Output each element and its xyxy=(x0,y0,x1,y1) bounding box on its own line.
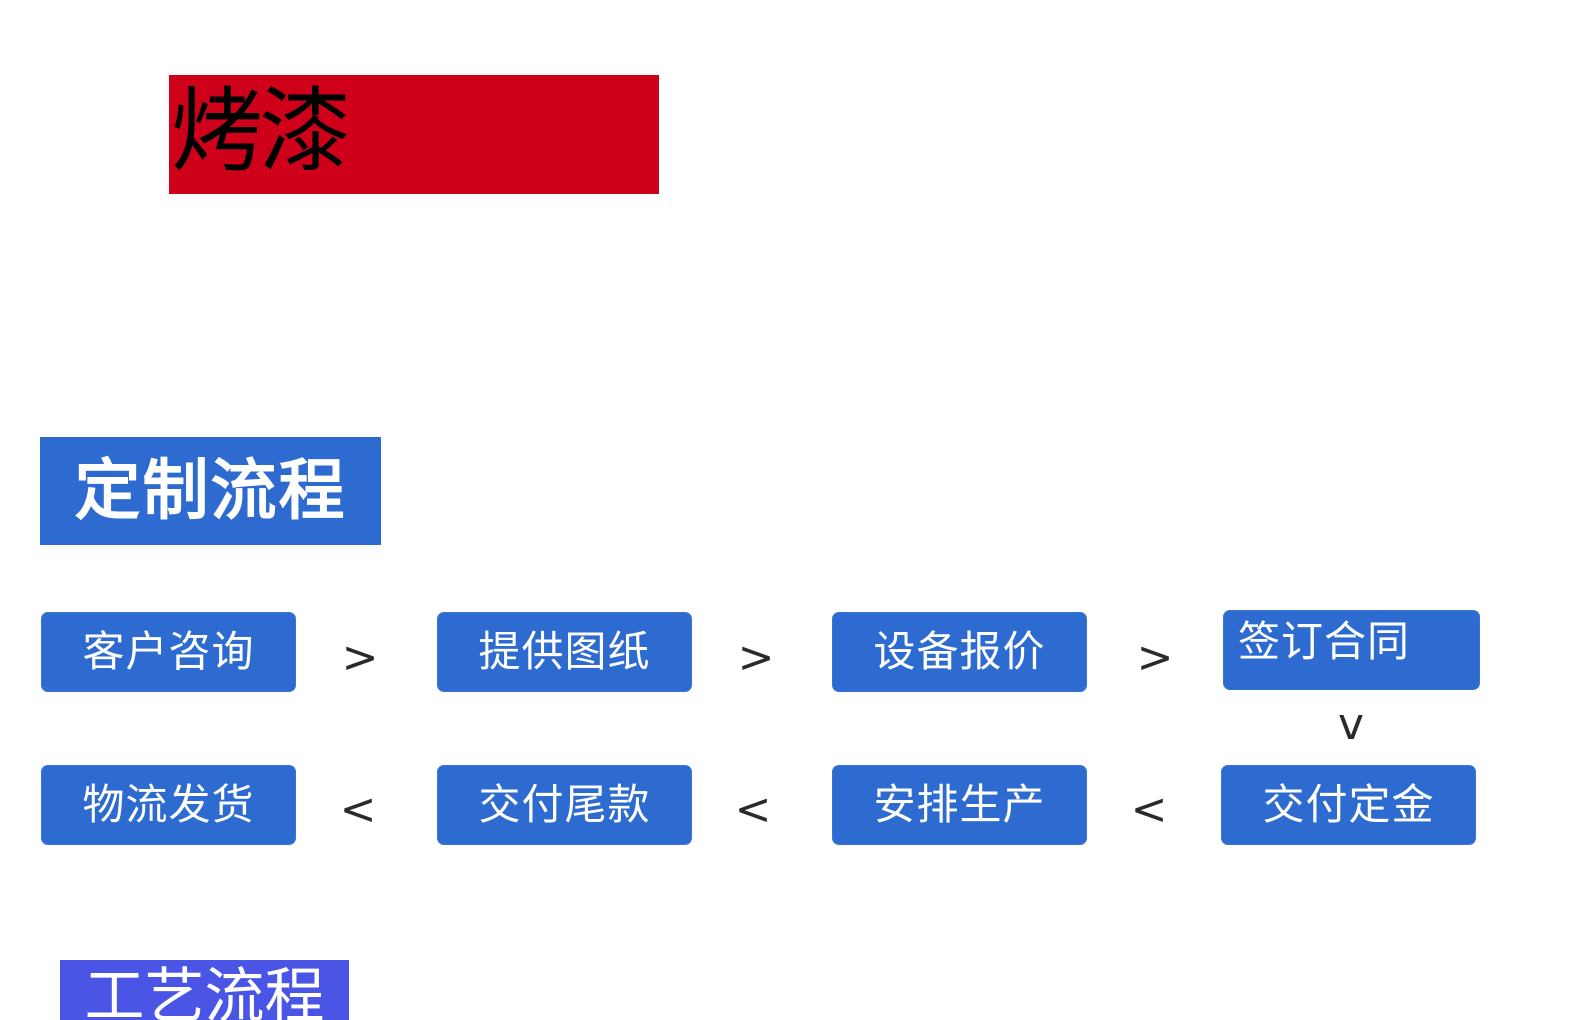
arrow-right-icon: > xyxy=(1136,632,1174,683)
arrow-left-icon: < xyxy=(734,784,772,835)
craft-process-heading: 工艺流程 xyxy=(60,960,349,1020)
arrow-left-icon: < xyxy=(1130,784,1168,835)
step-logistics-shipping[interactable]: 物流发货 xyxy=(42,766,295,844)
craft-process-title: 工艺流程 xyxy=(84,962,325,1020)
step-provide-drawings[interactable]: 提供图纸 xyxy=(438,613,691,691)
arrow-left-icon: < xyxy=(339,784,377,835)
custom-process-heading: 定制流程 xyxy=(40,437,381,545)
step-arrange-production[interactable]: 安排生产 xyxy=(833,766,1086,844)
step-equipment-quote[interactable]: 设备报价 xyxy=(833,613,1086,691)
arrow-right-icon: > xyxy=(737,632,775,683)
step-pay-deposit[interactable]: 交付定金 xyxy=(1222,766,1475,844)
step-sign-contract[interactable]: 签订合同 xyxy=(1224,611,1479,689)
step-pay-balance[interactable]: 交付尾款 xyxy=(438,766,691,844)
step-customer-consult[interactable]: 客户咨询 xyxy=(42,613,295,691)
arrow-right-icon: > xyxy=(341,632,379,683)
arrow-down-icon: v xyxy=(1337,699,1365,750)
banner-title: 烤漆 xyxy=(171,78,351,185)
top-banner: 烤漆 xyxy=(169,75,659,194)
